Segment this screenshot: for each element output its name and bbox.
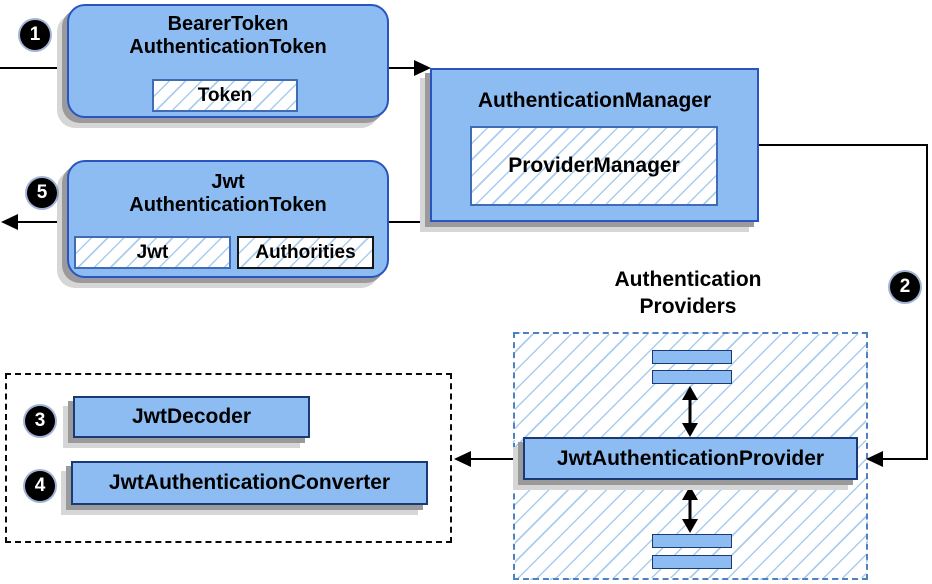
provider-manager-chip: ProviderManager bbox=[470, 126, 718, 206]
authentication-manager-title: AuthenticationManager bbox=[477, 89, 712, 112]
step-5-number: 5 bbox=[36, 182, 48, 203]
step-5-badge: 5 bbox=[27, 178, 57, 208]
step-2-number: 2 bbox=[899, 276, 911, 297]
jwt-authentication-provider-label: JwtAuthenticationProvider bbox=[556, 446, 825, 470]
jwt-decoder-box: JwtDecoder bbox=[73, 396, 310, 438]
provider-manager-label: ProviderManager bbox=[508, 154, 680, 177]
authorities-field-chip: Authorities bbox=[237, 236, 374, 269]
provider-placeholder-bar bbox=[652, 350, 732, 364]
authentication-providers-title-line1: Authentication bbox=[614, 268, 762, 291]
bearer-token-authentication-token-box: BearerToken AuthenticationToken Token bbox=[67, 4, 389, 118]
arrowhead-manager-to-provider bbox=[866, 451, 883, 467]
provider-placeholder-bar bbox=[652, 534, 732, 548]
jwt-authentication-converter-box: JwtAuthenticationConverter bbox=[71, 461, 428, 505]
arrowhead-jwt-token-out bbox=[1, 214, 18, 230]
authorities-field-label: Authorities bbox=[255, 241, 356, 263]
step-3-number: 3 bbox=[34, 410, 46, 431]
step-1-number: 1 bbox=[29, 24, 41, 45]
token-field-label: Token bbox=[197, 84, 253, 106]
jwt-token-title-line1: Jwt bbox=[211, 171, 245, 193]
jwt-authentication-converter-label: JwtAuthenticationConverter bbox=[108, 471, 391, 494]
step-3-badge: 3 bbox=[25, 406, 55, 436]
jwt-authentication-token-box: Jwt AuthenticationToken Jwt Authorities bbox=[67, 160, 389, 278]
jwt-decoder-label: JwtDecoder bbox=[131, 405, 252, 428]
provider-placeholder-bar bbox=[652, 370, 732, 384]
bearer-token-title: BearerToken AuthenticationToken bbox=[69, 6, 387, 59]
authentication-providers-title: Authentication Providers bbox=[553, 266, 823, 320]
authentication-manager-box: AuthenticationManager ProviderManager bbox=[430, 68, 759, 222]
bearer-token-title-line2: AuthenticationToken bbox=[129, 36, 327, 58]
step-2-badge: 2 bbox=[890, 272, 920, 302]
step-4-badge: 4 bbox=[25, 471, 55, 501]
jwt-token-title: Jwt AuthenticationToken bbox=[69, 162, 387, 217]
jwt-token-title-line2: AuthenticationToken bbox=[129, 194, 327, 216]
step-1-badge: 1 bbox=[20, 20, 50, 50]
jwt-authentication-provider-box: JwtAuthenticationProvider bbox=[523, 437, 858, 480]
jwt-field-chip: Jwt bbox=[74, 236, 231, 269]
arrowhead-bearer-to-manager bbox=[414, 60, 431, 76]
bearer-token-title-line1: BearerToken bbox=[167, 13, 289, 35]
provider-placeholder-bar bbox=[652, 555, 732, 569]
step-4-number: 4 bbox=[34, 475, 46, 496]
token-field-chip: Token bbox=[152, 79, 298, 112]
authentication-providers-title-line2: Providers bbox=[639, 295, 737, 318]
jwt-field-label: Jwt bbox=[136, 241, 169, 263]
arrowhead-provider-to-collaborators bbox=[454, 451, 471, 467]
